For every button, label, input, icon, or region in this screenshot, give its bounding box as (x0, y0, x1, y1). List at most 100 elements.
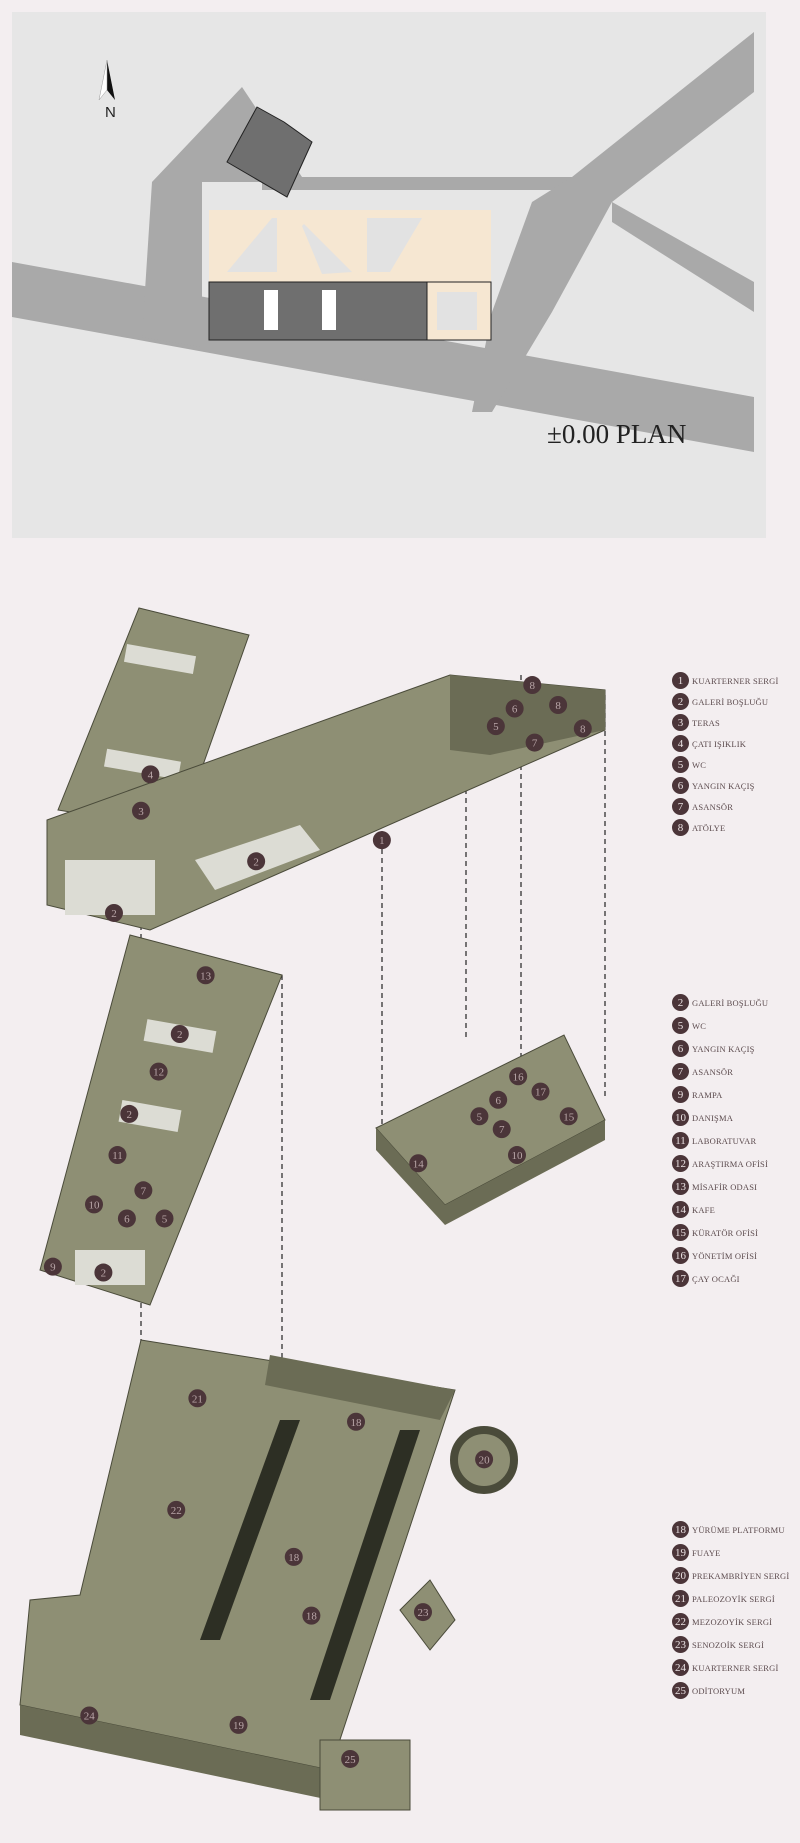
room-number: 10 (89, 1199, 101, 1211)
void (264, 290, 278, 330)
number-badge: 11 (672, 1132, 689, 1149)
room-marker: 2 (170, 1025, 189, 1043)
room-marker: 24 (80, 1706, 99, 1725)
north-arrow-icon (98, 60, 115, 101)
site-plan-drawing (12, 12, 766, 538)
building-footprint (208, 281, 428, 341)
number-badge: 9 (672, 1086, 689, 1103)
room-number: 13 (200, 970, 212, 982)
number-badge: 6 (672, 777, 689, 794)
room-number: 6 (495, 1095, 501, 1107)
room-number: 18 (306, 1611, 318, 1623)
room-marker: 25 (341, 1749, 360, 1768)
room-number: 21 (192, 1393, 203, 1405)
room-number: 24 (84, 1711, 96, 1723)
room-marker: 5 (486, 717, 505, 736)
legend-label: GALERİ BOŞLUĞU (692, 696, 769, 707)
legend-label: DANIŞMA (692, 1112, 734, 1123)
lower-level (19, 1339, 518, 1811)
room-marker: 5 (470, 1107, 489, 1126)
number-badge: 17 (672, 1270, 689, 1287)
room-number: 7 (141, 1185, 147, 1197)
north-label: N (105, 104, 116, 121)
number-badge: 4 (672, 735, 689, 752)
room-number: 9 (50, 1262, 56, 1274)
room-number: 16 (513, 1071, 525, 1083)
number-badge: 5 (672, 1017, 689, 1034)
room-number: 6 (512, 704, 518, 716)
room-number: 5 (162, 1213, 168, 1225)
number-badge: 3 (672, 714, 689, 731)
number-badge: 7 (672, 798, 689, 815)
legend-label: PALEOZOYİK SERGİ (692, 1593, 775, 1604)
roof-light (302, 224, 352, 274)
road-top-horizontal (262, 177, 572, 190)
room-marker: 6 (505, 699, 524, 718)
number-badge: 2 (672, 994, 689, 1011)
room-number: 19 (233, 1720, 245, 1732)
room-marker: 10 (85, 1195, 103, 1214)
room-marker: 6 (489, 1090, 508, 1109)
room-number: 12 (153, 1067, 164, 1079)
room-number: 10 (512, 1150, 524, 1162)
room-marker: 10 (508, 1146, 526, 1165)
legend-label: WC (692, 1020, 707, 1031)
legend-label: MEZOZOYİK SERGİ (692, 1616, 773, 1627)
legend-label: GALERİ BOŞLUĞU (692, 997, 769, 1008)
room-marker: 20 (475, 1450, 494, 1469)
room-marker: 17 (531, 1082, 550, 1101)
road-center-vertical (322, 332, 382, 382)
room-marker: 2 (120, 1104, 139, 1123)
roof-light (227, 218, 277, 272)
legend-label: WC (692, 759, 707, 770)
room-marker: 21 (188, 1389, 207, 1408)
road-right-diagonal (612, 202, 754, 312)
room-marker: 13 (196, 966, 215, 985)
room-marker: 2 (104, 903, 123, 922)
number-badge: 19 (672, 1544, 689, 1561)
room-marker: 8 (523, 676, 542, 695)
room-marker: 8 (549, 696, 568, 714)
legend-label: YÖNETİM OFİSİ (692, 1250, 758, 1261)
room-number: 2 (127, 1109, 133, 1121)
number-badge: 8 (672, 819, 689, 836)
room-number: 25 (345, 1754, 357, 1766)
room-number: 22 (171, 1505, 182, 1517)
room-number: 17 (535, 1087, 547, 1099)
number-badge: 5 (672, 756, 689, 773)
room-marker: 14 (409, 1154, 428, 1173)
room-marker: 2 (247, 852, 266, 871)
number-badge: 22 (672, 1613, 689, 1630)
room-number: 8 (580, 724, 586, 736)
legend-label: LABORATUVAR (692, 1135, 757, 1146)
room-number: 5 (477, 1111, 483, 1123)
room-number: 18 (288, 1552, 300, 1564)
room-marker: 8 (573, 719, 592, 738)
legend-label: ATÖLYE (692, 822, 726, 833)
room-number: 8 (530, 680, 536, 692)
room-marker: 7 (492, 1120, 511, 1139)
room-marker: 22 (167, 1500, 186, 1519)
number-badge: 1 (672, 672, 689, 689)
office-block (375, 1034, 606, 1225)
middle-level (39, 934, 283, 1306)
room-number: 11 (112, 1150, 123, 1162)
